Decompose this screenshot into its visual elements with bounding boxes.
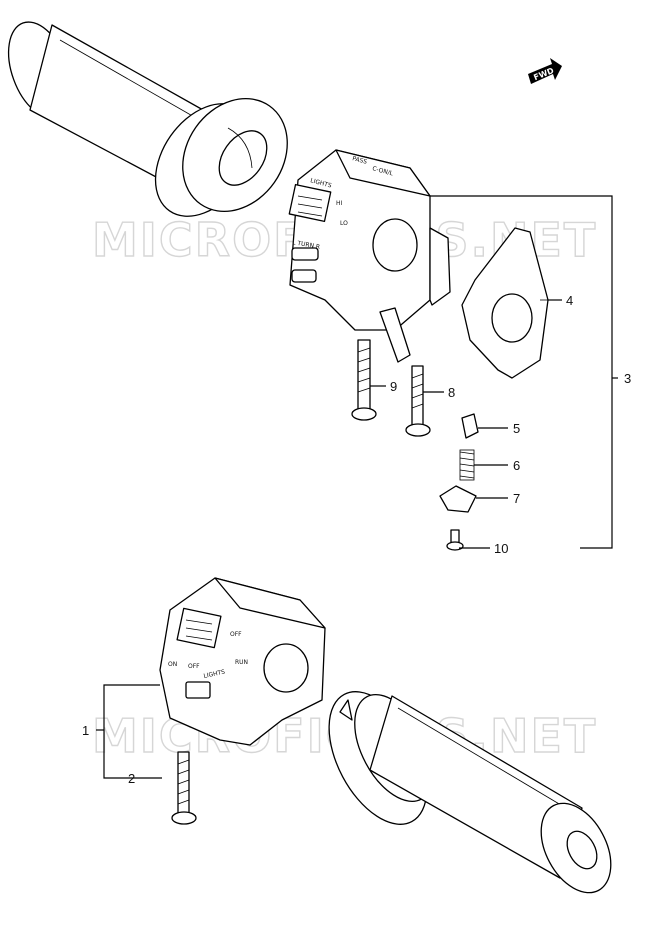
- left-switch-label-on: ON: [168, 661, 177, 668]
- leader-lines: [96, 195, 618, 779]
- callout-8: 8: [448, 385, 455, 400]
- callout-9: 9: [390, 379, 397, 394]
- callout-7: 7: [513, 491, 520, 506]
- part-5-knob: [461, 413, 479, 439]
- callout-5: 5: [513, 421, 520, 436]
- right-switch-label-lo: LO: [340, 220, 348, 227]
- left-switch-assembly: OFF RUN LIGHTS ON OFF: [159, 577, 326, 746]
- callout-1: 1: [82, 723, 89, 738]
- right-switch-label-pass: PASS: [351, 155, 367, 166]
- right-switch-label-turn: L TURN R: [292, 239, 321, 251]
- left-switch-label-lights: LIGHTS: [203, 669, 226, 680]
- part-4-clamp: [461, 227, 549, 379]
- part-6-spring: [459, 449, 475, 481]
- left-handlebar-grip: [7, 21, 288, 217]
- callout-6: 6: [513, 458, 520, 473]
- part-9-screw: [351, 339, 377, 421]
- left-switch-label-run: RUN: [235, 659, 248, 666]
- right-handlebar-grip: [328, 691, 612, 894]
- part-2-screw: [171, 751, 197, 825]
- fwd-label: FWD: [532, 66, 555, 82]
- part-8-screw: [405, 365, 431, 437]
- callout-4: 4: [566, 293, 573, 308]
- part-7-plate: [439, 485, 477, 513]
- callout-3: 3: [624, 371, 631, 386]
- fwd-arrow-icon: FWD: [528, 58, 562, 84]
- right-switch-assembly: PASS C-ON/L LIGHTS HI LO L TURN R: [288, 149, 451, 363]
- callout-10: 10: [494, 541, 508, 556]
- left-switch-label-off: OFF: [230, 631, 242, 638]
- left-switch-label-off2: OFF: [188, 663, 200, 670]
- part-10-screw: [446, 529, 464, 551]
- callout-2: 2: [128, 771, 135, 786]
- right-switch-label-hi: HI: [336, 200, 343, 207]
- callout-labels: 1 2 3 4 5 6 7 8 9 10: [82, 293, 631, 786]
